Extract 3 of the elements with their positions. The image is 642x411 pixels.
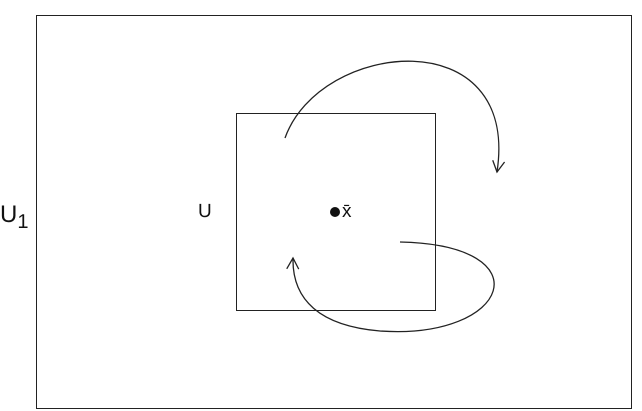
point-label: x̄ xyxy=(342,201,352,223)
region-label: U$_{1}$ xyxy=(0,201,28,234)
region-label: U xyxy=(198,201,212,223)
